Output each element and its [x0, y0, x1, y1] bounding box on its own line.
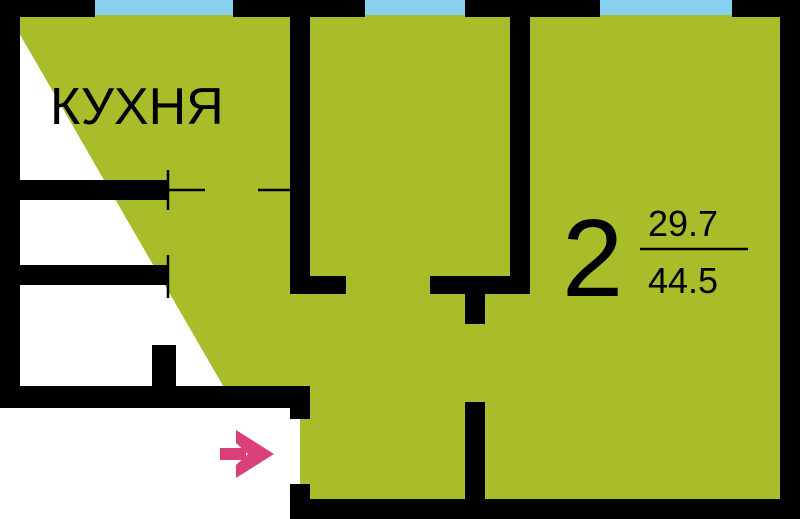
wall-hall-divider — [465, 402, 485, 502]
interior-walls — [20, 17, 530, 502]
window-room-2 — [600, 0, 732, 15]
rooms-count: 2 — [562, 197, 623, 320]
wall-rooms-divider — [510, 17, 530, 294]
wall-bath-top — [20, 180, 168, 200]
entrance-arrow-icon — [220, 430, 274, 478]
wall-top-mid-2 — [465, 0, 600, 17]
living-area: 29.7 — [648, 203, 718, 244]
window-room-1 — [365, 0, 465, 15]
total-area: 44.5 — [648, 260, 718, 301]
wall-stub-lower — [465, 276, 485, 324]
wall-entrance-jamb-bottom — [290, 484, 310, 519]
entrance-arrow-shaft — [220, 448, 246, 460]
wall-kitchen-room-foot — [290, 276, 346, 294]
wall-corridor-top — [0, 386, 310, 408]
window-kitchen — [95, 0, 233, 15]
wall-kitchen-room — [290, 17, 310, 294]
wall-bath-mid — [20, 265, 168, 285]
wall-bottom — [295, 499, 800, 519]
door-marks — [166, 170, 292, 298]
wall-right — [780, 0, 800, 519]
wall-top-left — [0, 0, 95, 17]
wall-top-mid-1 — [233, 0, 365, 17]
entrance-arrow-head — [236, 430, 274, 478]
wall-entrance-jamb-top — [290, 386, 310, 419]
wall-bath-stub — [152, 345, 176, 390]
wall-left — [0, 0, 20, 408]
kitchen-label: КУХНЯ — [50, 78, 224, 136]
